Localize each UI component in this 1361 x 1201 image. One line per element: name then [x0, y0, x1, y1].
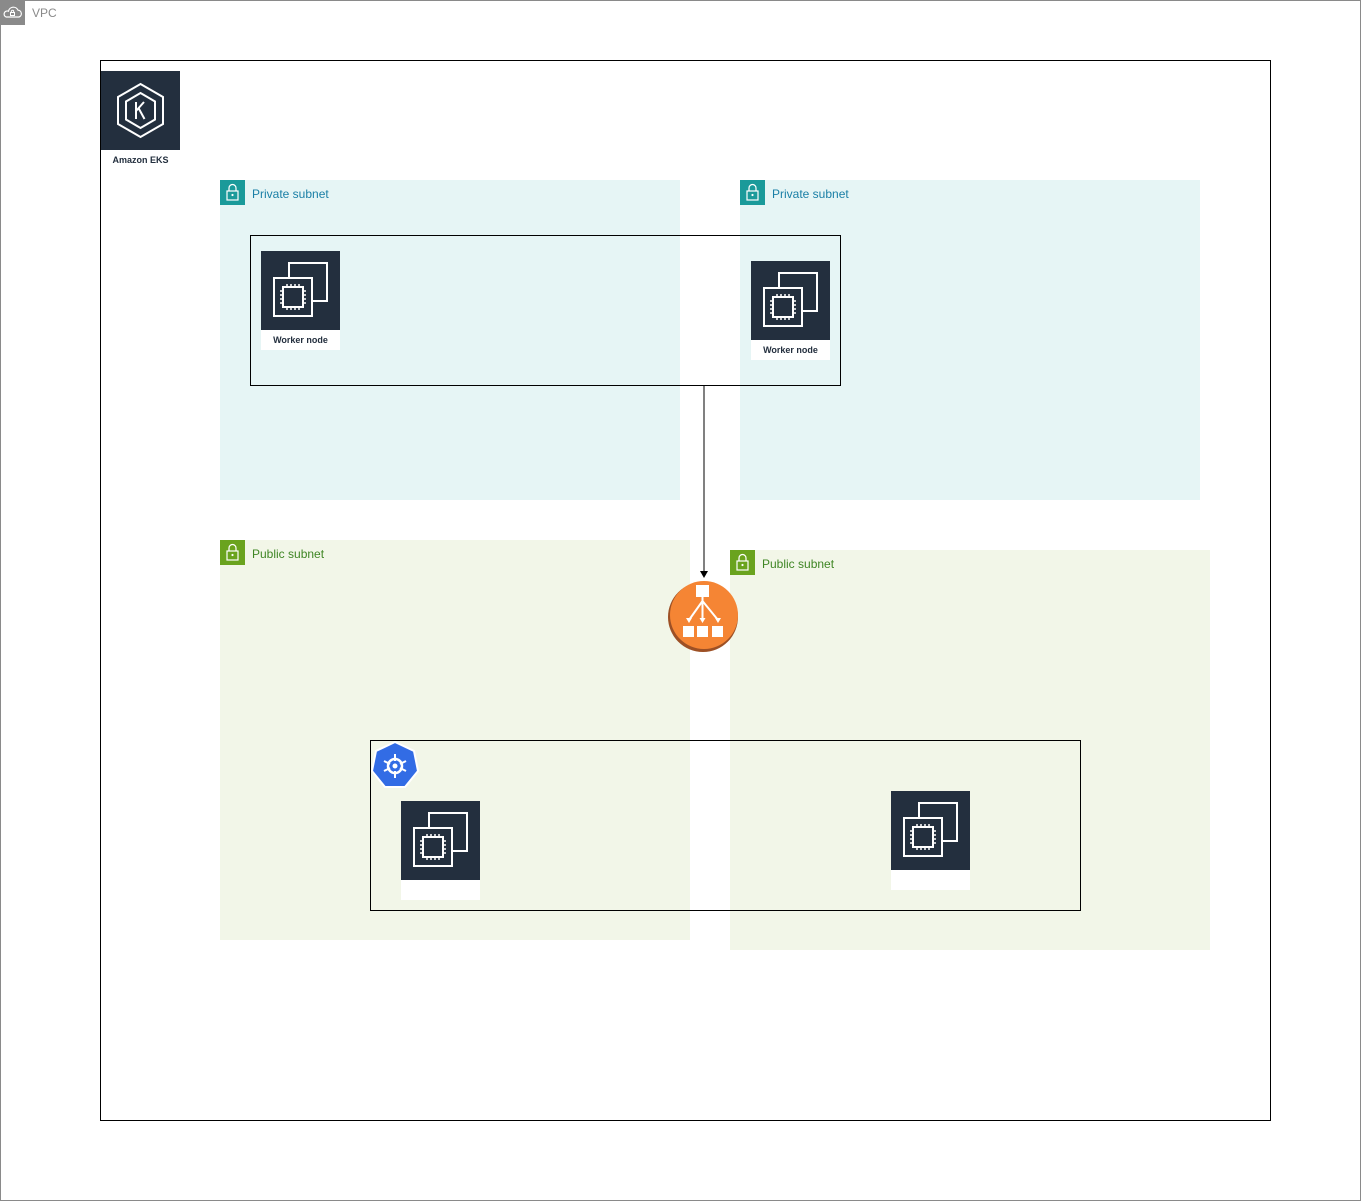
- node-label: [401, 880, 480, 900]
- ec2-instance-icon: [261, 251, 340, 330]
- ec2-instance-icon: [891, 791, 970, 870]
- lock-icon: [730, 550, 755, 575]
- kubernetes-icon: [371, 741, 419, 789]
- connector-arrow: [700, 385, 708, 578]
- subnet-label: Private subnet: [252, 187, 329, 201]
- node-label: Worker node: [751, 340, 830, 360]
- vpc-label: VPC: [32, 6, 57, 20]
- private-node-group: [250, 235, 841, 386]
- cluster-frame: [100, 60, 1271, 1121]
- eks-label: Amazon EKS: [112, 155, 169, 165]
- node-label: [891, 870, 970, 890]
- subnet-label: Public subnet: [252, 547, 325, 561]
- public-subnet-2: Public subnet: [730, 550, 1210, 950]
- lock-icon: [220, 540, 245, 565]
- subnet-label: Public subnet: [762, 557, 835, 571]
- eks-icon: [101, 71, 180, 150]
- ec2-instance-icon: [401, 801, 480, 880]
- lock-icon: [740, 180, 765, 205]
- ec2-instance-icon: [751, 261, 830, 340]
- public-node-group: [370, 740, 1081, 911]
- subnet-label: Private subnet: [772, 187, 849, 201]
- node-label: Worker node: [261, 330, 340, 350]
- cloud-lock-icon: [0, 0, 25, 25]
- elastic-load-balancer-icon: [668, 580, 740, 652]
- lock-icon: [220, 180, 245, 205]
